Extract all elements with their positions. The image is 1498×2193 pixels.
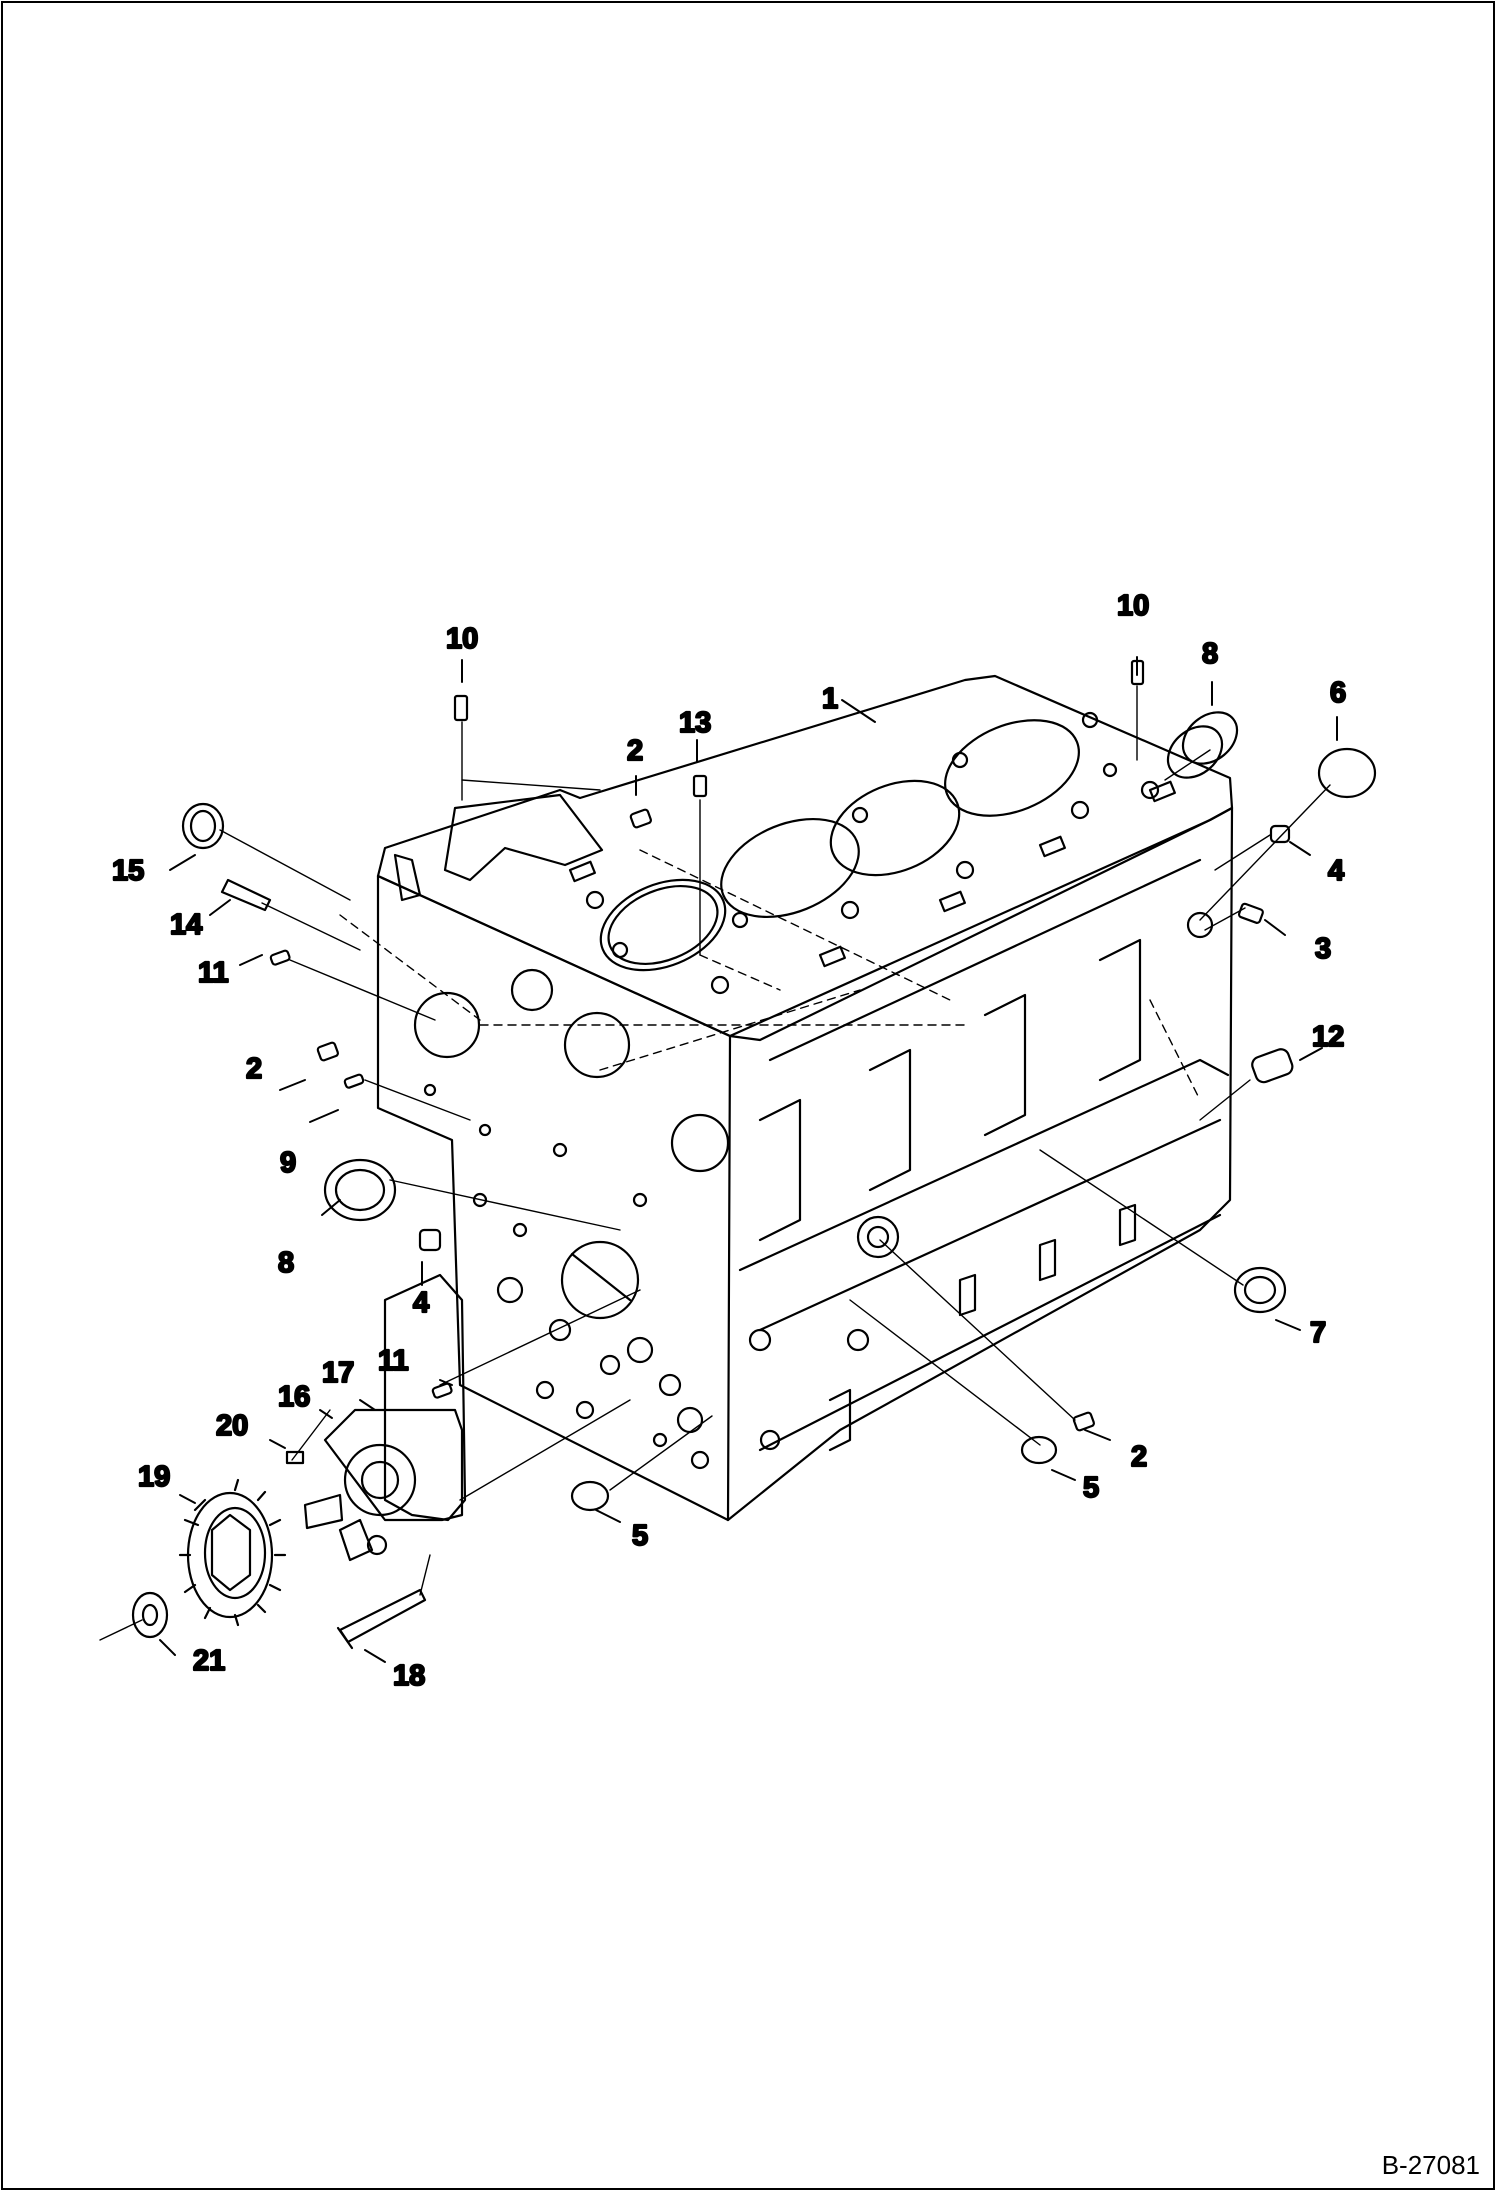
callout-7: 7 [1310,1317,1326,1349]
callout-13: 13 [679,707,711,739]
callout-16: 16 [278,1381,310,1413]
callout-18: 18 [393,1660,425,1692]
callout-4-left: 4 [413,1287,429,1319]
callout-15: 15 [112,855,144,887]
drive-gear [178,1478,287,1627]
callout-2-left: 2 [246,1053,262,1085]
callout-3: 3 [1315,933,1331,965]
callout-2-top: 2 [627,735,643,767]
cylinder-block [376,674,1234,1522]
callout-20: 20 [216,1410,248,1442]
assembly-lines [99,685,1331,1641]
callout-19: 19 [138,1461,170,1493]
callout-2-bottom-right: 2 [1131,1441,1147,1473]
small-parts [181,659,1377,1512]
gear-nut [131,1591,169,1639]
callout-9: 9 [280,1147,296,1179]
callout-leaders [159,656,1338,1663]
callout-4-right: 4 [1328,855,1344,887]
callout-17: 17 [322,1357,354,1389]
drawing-number: B-27081 [1381,2150,1480,2180]
callout-1: 1 [822,683,838,715]
callout-6: 6 [1330,677,1346,709]
callout-8-top: 8 [1202,638,1218,670]
pump-bolt [336,1588,427,1650]
callout-10-left: 10 [446,623,478,655]
callout-5-right: 5 [1083,1472,1099,1504]
callouts: 1 2 2 2 2 3 4 4 5 5 6 7 8 8 9 10 10 11 1… [111,589,1347,1693]
callout-10-right: 10 [1117,590,1149,622]
callout-21: 21 [193,1645,225,1677]
callout-14: 14 [170,909,202,941]
oil-pump-assembly [131,1273,467,1650]
callout-5-left: 5 [632,1520,648,1552]
callout-8-left: 8 [278,1247,294,1279]
callout-12: 12 [1312,1021,1344,1053]
callout-11-bottom: 11 [378,1345,409,1377]
callout-11-top: 11 [198,957,229,989]
hidden-lines [339,849,1201,1101]
